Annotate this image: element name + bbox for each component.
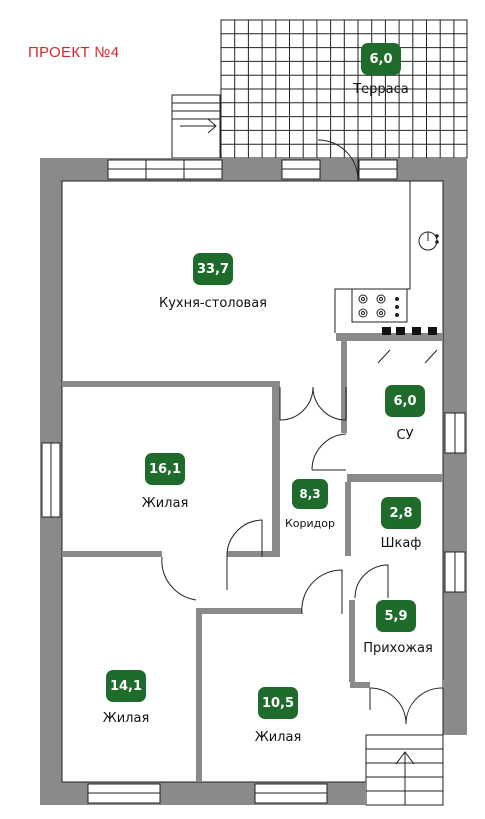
project-title: ПРОЕКТ №4: [28, 44, 120, 61]
living2-label: Жилая: [102, 711, 150, 726]
living1-label: Жилая: [141, 496, 189, 511]
bath-fixtures: [377, 349, 438, 364]
terrace-label: Терраса: [353, 82, 409, 97]
closet-label: Шкаф: [380, 536, 422, 551]
terrace-area-badge: 6,0: [361, 43, 401, 75]
bath-area-badge: 6,0: [385, 385, 425, 417]
windows: [41, 159, 466, 804]
interior-walls: [62, 333, 467, 782]
living3-area-badge: 10,5: [258, 687, 298, 719]
vent-blocks: [382, 327, 437, 335]
porch-stairs-bottom: [365, 734, 444, 806]
doors: [161, 136, 444, 725]
living1-area-badge: 16,1: [145, 453, 185, 485]
hall-area-badge: 5,9: [376, 600, 416, 632]
corridor-label: Коридор: [285, 517, 335, 530]
porch-stairs-top: [171, 94, 221, 159]
hall-label: Прихожая: [363, 641, 433, 656]
living3-label: Жилая: [254, 730, 302, 745]
bath-label: СУ: [396, 428, 414, 443]
closet-area-badge: 2,8: [381, 497, 421, 529]
kitchen-area-badge: 33,7: [193, 253, 233, 285]
corridor-area-badge: 8,3: [292, 479, 328, 509]
terrace-grid: [220, 19, 468, 159]
living2-area-badge: 14,1: [106, 670, 146, 702]
kitchen-label: Кухня-столовая: [158, 296, 267, 311]
kitchen-counter: [334, 181, 439, 333]
